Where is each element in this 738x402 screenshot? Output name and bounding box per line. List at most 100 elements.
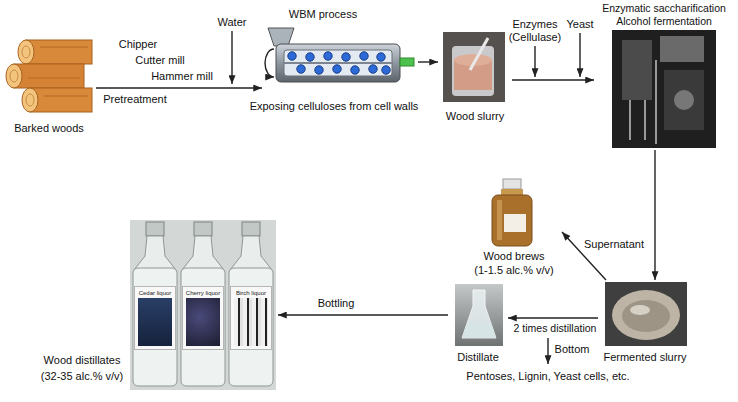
- flask: [462, 290, 496, 338]
- rotation-arrow: [265, 49, 274, 77]
- bottle-neck: [182, 236, 224, 270]
- annotation-label: Exposing celluloses from cell walls: [250, 100, 419, 113]
- flask-liquid: [462, 322, 496, 338]
- input-arrows: [232, 31, 580, 364]
- bead: [369, 65, 377, 73]
- bead: [333, 65, 341, 73]
- bottle-neck: [501, 189, 523, 195]
- log-end: [22, 88, 38, 112]
- spoon: [470, 38, 488, 70]
- mill-shaft: [284, 62, 392, 64]
- annotation-label: Hammer mill: [151, 70, 213, 83]
- bead: [324, 52, 332, 60]
- flow-arrow: [96, 87, 262, 88]
- bead: [342, 53, 350, 61]
- node-caption: Enzymatic saccharification: [602, 2, 726, 15]
- bottle-label: Cherry liquor: [182, 286, 224, 350]
- image-node: Wood brews(1-1.5 alc.% v/v): [466, 176, 562, 280]
- bottle-neck: [230, 236, 272, 270]
- bark-line: [44, 96, 88, 97]
- yeast-arrow: [579, 33, 580, 77]
- node-caption: Wood slurry: [446, 110, 504, 123]
- mill-chamber: [284, 50, 392, 76]
- photo-ground: [455, 284, 503, 346]
- vessel: [674, 90, 694, 110]
- node-caption: Distillate: [457, 351, 499, 364]
- bark-line: [40, 47, 88, 48]
- flow-arrow: [654, 150, 655, 280]
- photo-ground: [130, 220, 276, 390]
- image-node: Fermented slurry: [598, 280, 692, 370]
- vessel: [612, 290, 680, 340]
- image-node: Wood slurry: [438, 30, 512, 126]
- glass-shine: [497, 200, 502, 240]
- bottle-label: Birch liquor: [230, 286, 272, 350]
- label-text: Cherry liquor: [186, 289, 220, 297]
- equipment: [660, 36, 704, 62]
- annotation-label: Water: [218, 16, 247, 29]
- annotation-label: (Cellulase): [509, 31, 562, 44]
- log-ring: [22, 46, 30, 58]
- image-node: WBM process: [262, 6, 418, 96]
- label-text: Birch liquor: [236, 289, 266, 297]
- edge-label: Pretreatment: [101, 93, 169, 106]
- annotation-label: Cutter mill: [135, 54, 185, 67]
- bead: [288, 52, 296, 60]
- bead: [306, 53, 314, 61]
- slurry-photo: [443, 32, 505, 102]
- mill-outlet: [400, 58, 414, 66]
- flow-arrow: [278, 314, 448, 315]
- bead: [297, 65, 305, 73]
- bead: [382, 66, 390, 74]
- log: [14, 64, 84, 88]
- water-arrow: [231, 31, 232, 84]
- hopper: [268, 28, 294, 46]
- bead: [351, 66, 359, 74]
- foam: [630, 305, 650, 315]
- flow-arrow: [418, 61, 438, 62]
- fermented-photo: [605, 282, 687, 346]
- equipment: [664, 70, 704, 130]
- image-node: Enzymatic saccharificationAlcohol fermen…: [594, 2, 734, 150]
- enzyme-arrow: [534, 46, 535, 77]
- log-ring: [26, 94, 34, 106]
- annotation-label: Pentoses, Lignin, Yeast cells, etc.: [466, 370, 629, 383]
- log-pile: [6, 40, 92, 112]
- brew-bottle: [492, 179, 532, 246]
- bead: [315, 66, 323, 74]
- node-caption: Fermented slurry: [603, 351, 686, 364]
- bottle-label: [504, 214, 526, 232]
- label-picture: [138, 298, 172, 346]
- wbm-machine: [265, 28, 414, 82]
- log-end: [6, 64, 22, 88]
- flow-arrow: [508, 317, 598, 318]
- edge-label: 2 times distillation: [512, 322, 599, 335]
- node-caption: (1-1.5 alc.% v/v): [474, 264, 553, 277]
- bottle-body: [181, 268, 225, 386]
- label-text: Cedar liquor: [139, 289, 172, 297]
- tubes: [630, 60, 656, 144]
- bottle-cap: [242, 222, 260, 236]
- bottle-cap: [194, 222, 212, 236]
- annotation-label: Bottom: [555, 343, 590, 356]
- distillate-photo: [455, 284, 503, 346]
- equipment: [622, 40, 652, 100]
- fermenter-photo: [612, 30, 716, 148]
- bottom-arrow: [547, 338, 548, 364]
- log-end: [18, 40, 34, 64]
- bottle-body: [229, 268, 273, 386]
- bottle-cap: [146, 222, 164, 236]
- log: [30, 88, 92, 112]
- bottle-body: [133, 268, 177, 386]
- bottle-label: Cedar liquor: [134, 286, 176, 350]
- node-caption: Wood brews: [484, 250, 545, 263]
- label-picture: [186, 298, 220, 346]
- mill-body: [276, 44, 400, 82]
- bottles-photo: [130, 220, 276, 390]
- bottle-neck: [134, 236, 176, 270]
- image-node: Barked woods: [2, 36, 96, 140]
- node-caption: Alcohol fermentation: [616, 15, 712, 28]
